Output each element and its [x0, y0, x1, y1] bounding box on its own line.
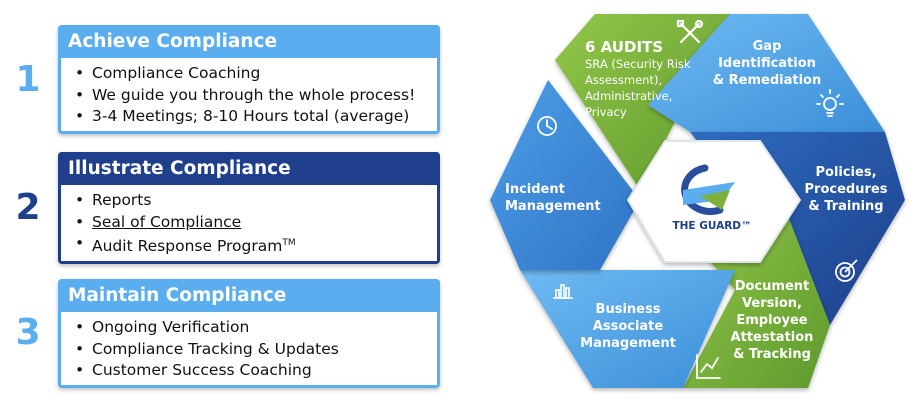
lightbulb-icon — [816, 89, 844, 117]
policies-line: Procedures — [805, 182, 888, 197]
center-label: THE GUARD™ — [672, 220, 751, 232]
target-icon — [835, 259, 858, 282]
seal-of-compliance-link[interactable]: Seal of Compliance — [92, 212, 242, 231]
list-item: Compliance Tracking & Updates — [75, 339, 437, 361]
business-line: Management — [580, 336, 676, 351]
document-line: Version, — [742, 296, 802, 311]
segment-incident[interactable] — [490, 80, 640, 270]
list-item: 3-4 Meetings; 8-10 Hours total (average) — [75, 106, 437, 128]
document-line: Employee — [736, 313, 807, 328]
step-body: Ongoing Verification Compliance Tracking… — [61, 312, 437, 385]
document-line: & Tracking — [733, 347, 811, 362]
segment-business[interactable] — [520, 270, 735, 388]
step-body: Reports Seal of Compliance Audit Respons… — [61, 185, 437, 261]
document-line: Attestation — [731, 330, 814, 345]
step-number-1: 1 — [15, 59, 41, 100]
step-card-achieve: Achieve Compliance Compliance Coaching W… — [58, 25, 440, 134]
step-body: Compliance Coaching We guide you through… — [61, 58, 437, 131]
list-item: Ongoing Verification — [75, 317, 437, 339]
list-item: We guide you through the whole process! — [75, 85, 437, 107]
audit-response-label: Audit Response Program — [92, 237, 283, 256]
list-item: Customer Success Coaching — [75, 360, 437, 382]
step-title: Maintain Compliance — [58, 279, 440, 312]
list-item: Reports — [75, 190, 437, 212]
list-item: Audit Response ProgramTM — [75, 233, 437, 258]
guard-logo-icon — [681, 164, 735, 215]
business-line: Associate — [593, 319, 664, 334]
audits-line: Administrative, — [585, 89, 672, 103]
gap-line: Gap — [753, 39, 782, 54]
list-item: Compliance Coaching — [75, 63, 437, 85]
business-line: Business — [596, 302, 661, 317]
trademark-mark: TM — [282, 238, 296, 248]
step-number-2: 2 — [15, 187, 41, 228]
audits-line: Assessment), — [585, 73, 662, 87]
audits-line: SRA (Security Risk — [585, 57, 691, 71]
step-number-3: 3 — [15, 312, 41, 353]
list-item: Seal of Compliance — [75, 212, 437, 234]
gap-line: Identification — [718, 56, 816, 71]
policies-line: Policies, — [815, 165, 876, 180]
step-card-maintain: Maintain Compliance Ongoing Verification… — [58, 279, 440, 388]
clock-icon — [537, 116, 557, 136]
document-line: Document — [735, 279, 810, 294]
segment-gap[interactable] — [648, 14, 885, 132]
line-chart-icon — [696, 354, 721, 379]
audits-line: Privacy — [585, 105, 627, 119]
incident-line: Incident — [505, 182, 565, 197]
step-title: Illustrate Compliance — [58, 152, 440, 185]
segment-audits[interactable] — [555, 14, 730, 190]
audits-title: 6 AUDITS — [585, 38, 663, 56]
bar-chart-icon — [553, 284, 573, 299]
step-card-illustrate: Illustrate Compliance Reports Seal of Co… — [58, 152, 440, 264]
tools-icon — [676, 19, 704, 44]
incident-line: Management — [505, 199, 601, 214]
step-title: Achieve Compliance — [58, 25, 440, 58]
policies-line: & Training — [808, 199, 883, 214]
gap-line: & Remediation — [713, 73, 821, 88]
